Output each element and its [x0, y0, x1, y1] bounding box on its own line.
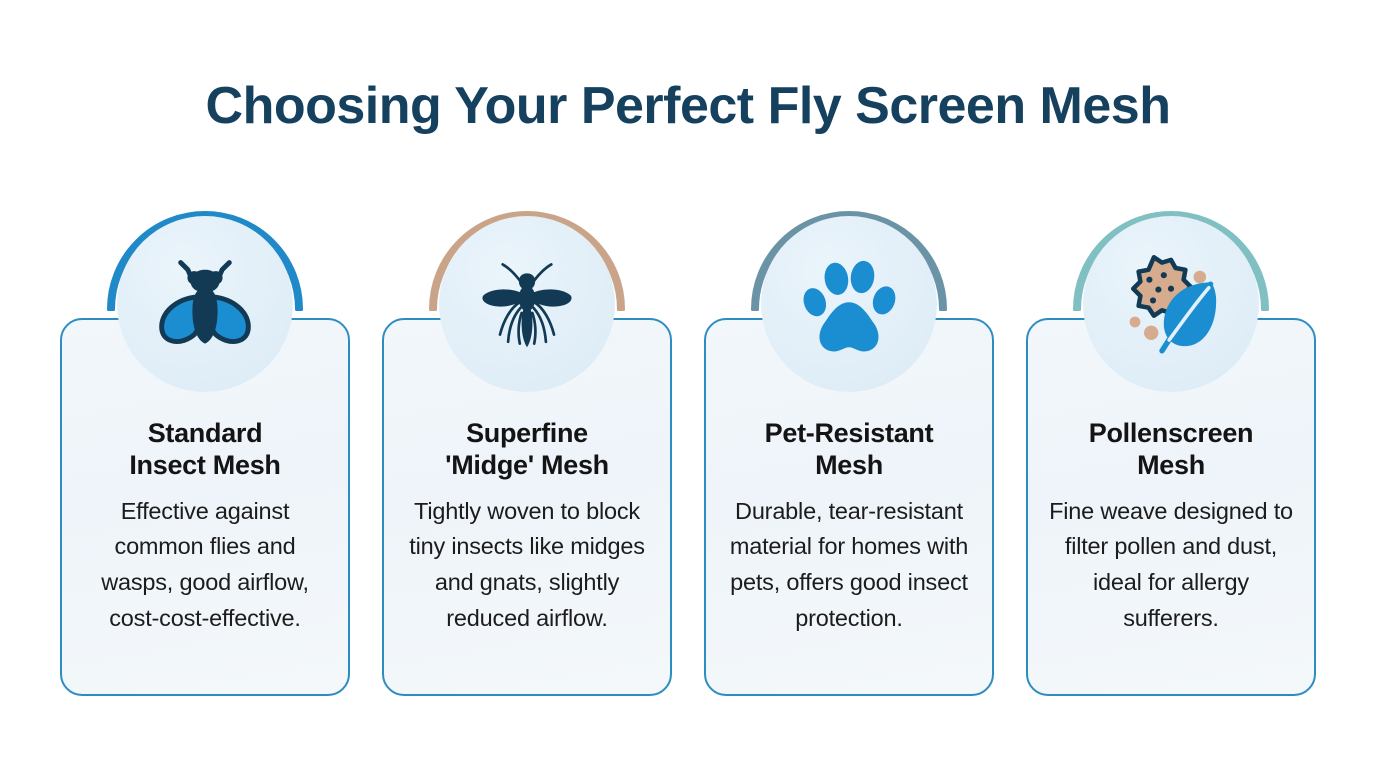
card-title: Standard Insect Mesh — [78, 418, 332, 482]
card-description: Effective against common flies and wasps… — [101, 497, 309, 631]
card-body: Pet-Resistant Mesh Durable, tear-resista… — [704, 318, 994, 696]
mesh-card-pollenscreen-mesh[interactable]: Pollenscreen Mesh Fine weave designed to… — [1026, 206, 1316, 706]
paw-print-icon — [803, 260, 896, 352]
mesh-card-pet-resistant-mesh[interactable]: Pet-Resistant Mesh Durable, tear-resista… — [704, 206, 994, 706]
card-title-line-2: Mesh — [1137, 449, 1205, 480]
card-title-line-1: Pollenscreen — [1088, 418, 1254, 448]
icon-circle — [1083, 216, 1259, 392]
card-title: Superfine 'Midge' Mesh — [400, 418, 654, 482]
mosquito-icon — [482, 263, 572, 348]
card-title-line-1: Superfine — [466, 418, 588, 448]
card-title-line-2: Insect Mesh — [129, 449, 281, 480]
icon-circle — [117, 216, 293, 392]
card-title-line-2: 'Midge' Mesh — [445, 449, 609, 480]
icon-circle — [439, 216, 615, 392]
card-title-line-1: Standard — [147, 418, 263, 448]
card-description: Durable, tear-resistant material for hom… — [729, 497, 969, 631]
card-title: Pollenscreen Mesh — [1044, 418, 1298, 482]
mesh-card-list: Standard Insect Mesh Effective against c… — [60, 206, 1316, 706]
card-title: Pet-Resistant Mesh — [722, 418, 976, 482]
card-title-line-2: Mesh — [815, 449, 883, 480]
card-description: Tightly woven to block tiny insects like… — [409, 497, 645, 631]
card-description: Fine weave designed to filter pollen and… — [1049, 497, 1293, 631]
pollen-leaf-icon — [1129, 254, 1217, 354]
page-title: Choosing Your Perfect Fly Screen Mesh — [205, 77, 1171, 135]
mesh-card-superfine-midge-mesh[interactable]: Superfine 'Midge' Mesh Tightly woven to … — [382, 206, 672, 706]
mesh-card-standard-insect-mesh[interactable]: Standard Insect Mesh Effective against c… — [60, 206, 350, 706]
card-body: Superfine 'Midge' Mesh Tightly woven to … — [382, 318, 672, 696]
icon-circle — [761, 216, 937, 392]
card-title-line-1: Pet-Resistant — [764, 418, 934, 448]
fly-icon — [159, 260, 251, 344]
